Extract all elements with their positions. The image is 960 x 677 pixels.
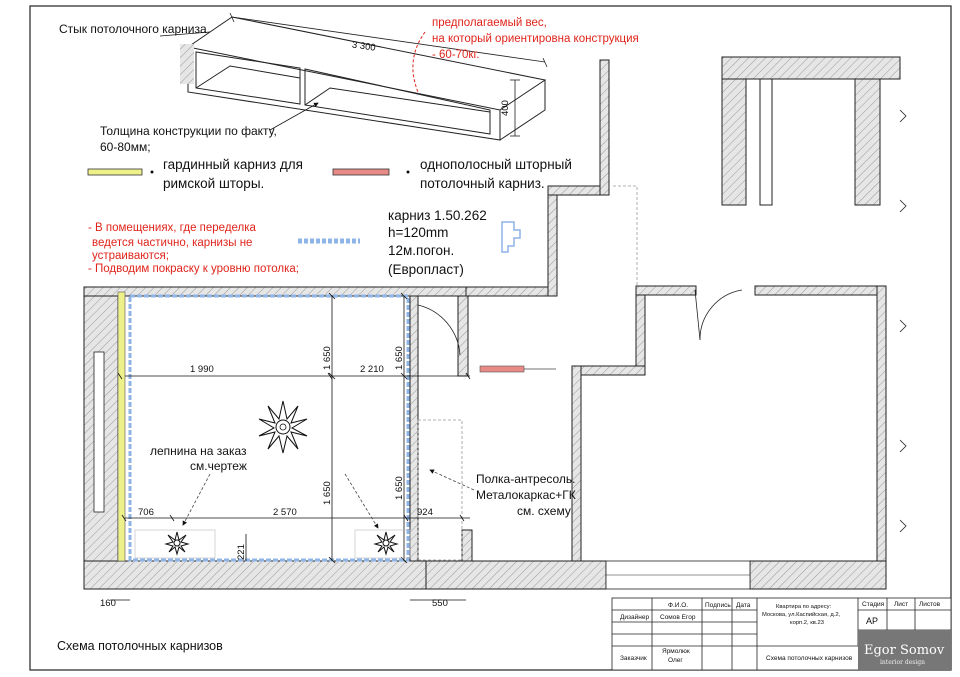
- tb-address-3: корп.2, кв.23: [790, 620, 824, 626]
- shelf-note-3: см. схему: [517, 504, 571, 518]
- brand-name: Egor Somov: [864, 643, 945, 658]
- tb-header-stage: Стадия: [862, 601, 885, 608]
- window-left: [93, 351, 105, 513]
- tb-designer-role: Дизайнер: [620, 613, 649, 621]
- dim-1990: 1 990: [190, 364, 214, 375]
- tb-header-sign: Подпись: [705, 602, 731, 609]
- cornice-profile-icon: [501, 221, 521, 253]
- tb-client-role: Заказчик: [620, 655, 647, 662]
- tb-sheet-name: Схема потолочных карнизов: [766, 655, 853, 662]
- box-height-dim: 400: [500, 100, 511, 116]
- ceiling-rosette-left: [164, 531, 190, 556]
- dim-160: 160: [100, 598, 116, 609]
- tb-address-2: Москова, ул.Каспийская, д.2,: [762, 611, 841, 618]
- walls: [83, 56, 901, 590]
- tb-header-fio: Ф.И.О.: [668, 602, 688, 609]
- thickness-note-2: 60-80мм;: [100, 140, 151, 154]
- molding-label: лепнина на заказ: [150, 444, 247, 458]
- single-rail-label-1: однополосный шторный: [420, 157, 572, 172]
- door-arc-2: [699, 289, 743, 341]
- tb-header-sheet: Лист: [894, 601, 908, 608]
- box-length-dim: 3 300: [351, 40, 376, 54]
- red-note-1: - В помещениях, где переделка: [88, 222, 257, 234]
- cornice-label-1: карниз 1.50.262: [388, 208, 487, 223]
- tb-stage-value: АР: [866, 616, 878, 626]
- door-arc-1: [417, 304, 461, 356]
- dim-706: 706: [138, 507, 154, 518]
- roman-rail-left: [117, 291, 126, 562]
- joint-label: Стык потолочного карниза: [59, 22, 207, 36]
- single-rail-label-2: потолочный карниз.: [420, 176, 545, 191]
- cornice-label-2: h=120mm: [388, 225, 448, 240]
- single-rail-corridor: [479, 365, 525, 373]
- weight-note-3: - 60-70кг.: [432, 49, 479, 61]
- dim-1650-a: 1 650: [322, 346, 333, 370]
- single-rail-swatch: [332, 168, 390, 176]
- dim-1650-d: 1 650: [394, 476, 405, 500]
- shelf-note-1: Полка-антресоль.: [476, 472, 576, 486]
- dim-2570: 2 570: [273, 507, 297, 518]
- cornice-label-3: 12м.погон.: [388, 243, 454, 258]
- dim-1650-b: 1 650: [394, 346, 405, 370]
- tb-header-sheets: Листов: [919, 601, 941, 608]
- roman-rail-label-1: гардинный карниз для: [163, 157, 303, 172]
- shelf-note-2: Металокаркас+ГК: [476, 488, 576, 502]
- weight-note-2: на который ориентировна конструкция: [432, 33, 639, 45]
- brand-sub: interior design: [880, 659, 925, 666]
- brand-box: [858, 630, 951, 670]
- sheet-title: Схема потолочных карнизов: [57, 639, 223, 653]
- dim-221: 221: [236, 544, 247, 560]
- cornice-box-sketch: [180, 12, 548, 141]
- dim-924: 924: [417, 507, 433, 518]
- dim-1650-c: 1 650: [322, 481, 333, 505]
- dimension-lines: [110, 292, 471, 601]
- molding-ref: см.чертеж: [190, 459, 247, 473]
- red-note-3: устраиваются;: [92, 250, 169, 262]
- tb-designer-name: Сомов Егор: [660, 614, 696, 621]
- ceiling-rosette-right: [373, 531, 399, 556]
- dim-550: 550: [432, 598, 448, 609]
- roman-rail-label-2: римской шторы.: [163, 176, 264, 191]
- tb-address-1: Квартира по адресу:: [776, 604, 831, 610]
- dim-2210: 2 210: [360, 364, 384, 375]
- red-note-2: ведется частично, карнизы не: [92, 237, 252, 249]
- cornice-label-4: (Европласт): [388, 262, 464, 277]
- shelf-outline: [417, 419, 463, 561]
- tb-client-name-1: Ярмолюк: [662, 648, 690, 655]
- ceiling-cornice-outline: [128, 294, 410, 562]
- tb-header-date: Дата: [736, 602, 751, 609]
- ceiling-rosette-large: [258, 400, 308, 454]
- thickness-note-1: Толщина конструкции по факту,: [100, 124, 277, 138]
- sheet-frame: [29, 5, 952, 671]
- red-note-4: - Подводим покраску к уровню потолка;: [88, 263, 299, 275]
- tb-client-name-2: Олег: [668, 657, 683, 664]
- weight-note-1: предполагаемый вес,: [432, 17, 547, 29]
- roman-rail-swatch: [87, 168, 143, 176]
